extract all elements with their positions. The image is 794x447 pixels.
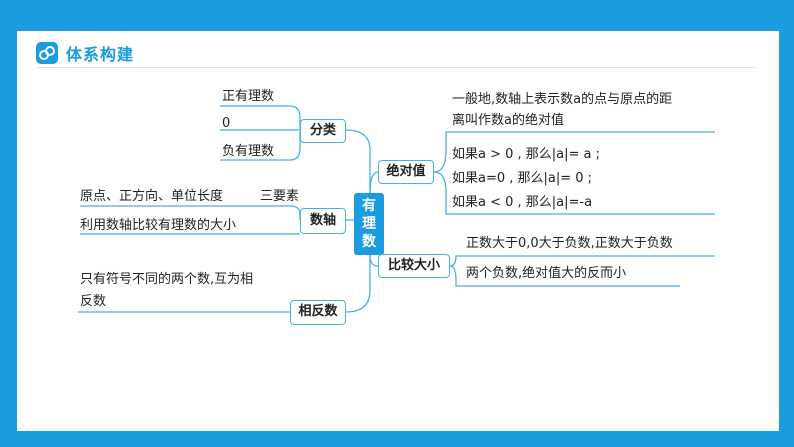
bijiao-rule-1: 正数大于0,0大于负数,正数大于负数 — [466, 236, 673, 251]
fenlei-item-zero: 0 — [222, 116, 231, 131]
jueduizhi-rule-zero: 如果a=0 , 那么|a|= 0 ; — [452, 171, 593, 186]
jueduizhi-rule-positive: 如果a > 0 , 那么|a|= a ; — [452, 147, 601, 162]
jueduizhi-definition-1: 一般地,数轴上表示数a的点与原点的距 — [452, 92, 673, 107]
center-label: 有理数 — [362, 198, 376, 250]
fenlei-node: 分类 — [300, 119, 346, 143]
content-card — [17, 31, 779, 431]
jueduizhi-node: 绝对值 — [378, 160, 434, 184]
bijiao-rule-2: 两个负数,绝对值大的反而小 — [466, 266, 627, 281]
section-title: 体系构建 — [66, 45, 135, 64]
fenlei-item-negative: 负有理数 — [222, 144, 275, 159]
center-node-rational-numbers: 有理数 — [354, 193, 384, 255]
xiangfanshu-line1: 只有符号不同的两个数,互为相 — [80, 272, 254, 287]
jueduizhi-rule-negative: 如果a < 0 , 那么|a|=-a — [452, 195, 593, 210]
bijiao-node: 比较大小 — [378, 254, 450, 278]
shuzhou-compare: 利用数轴比较有理数的大小 — [80, 218, 237, 233]
fenlei-item-positive: 正有理数 — [222, 89, 275, 104]
shuzhou-three-elements: 三要素 — [260, 189, 300, 204]
xiangfanshu-node: 相反数 — [290, 300, 346, 325]
shuzhou-node: 数轴 — [300, 208, 346, 234]
section-header: 体系构建 — [36, 39, 134, 67]
xiangfanshu-line2: 反数 — [80, 294, 107, 309]
jueduizhi-definition-2: 离叫作数a的绝对值 — [452, 113, 564, 128]
shuzhou-elements: 原点、正方向、单位长度 — [80, 189, 224, 204]
header-divider — [36, 67, 756, 68]
gear-link-icon — [36, 42, 58, 64]
